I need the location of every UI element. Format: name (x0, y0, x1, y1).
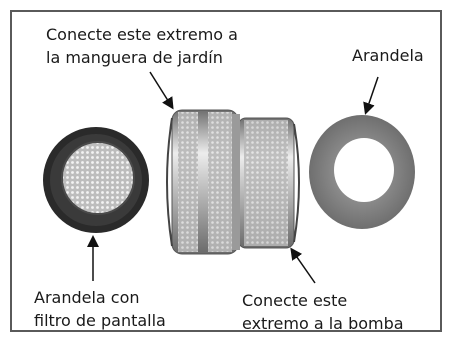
label-pump-end-line2: extremo a la bomba (242, 314, 404, 333)
hose-adapter (166, 109, 300, 255)
arrow-hose-end (149, 71, 174, 110)
label-filter-washer: Arandela con filtro de pantalla (34, 286, 166, 332)
arrow-washer (363, 76, 379, 115)
filter-washer (43, 127, 149, 233)
label-filter-washer-line1: Arandela con (34, 288, 140, 307)
label-washer: Arandela (352, 46, 424, 66)
arrow-pump-end (290, 247, 316, 284)
label-hose-end-line1: Conecte este extremo a (46, 25, 238, 44)
label-washer-line1: Arandela (352, 46, 424, 65)
label-hose-end-line2: la manguera de jardín (46, 48, 223, 67)
label-filter-washer-line2: filtro de pantalla (34, 311, 166, 330)
plain-washer (309, 115, 415, 229)
label-pump-end-line1: Conecte este (242, 291, 348, 310)
label-hose-end: Conecte este extremo a la manguera de ja… (46, 23, 238, 69)
label-pump-end: Conecte este extremo a la bomba (242, 289, 404, 335)
